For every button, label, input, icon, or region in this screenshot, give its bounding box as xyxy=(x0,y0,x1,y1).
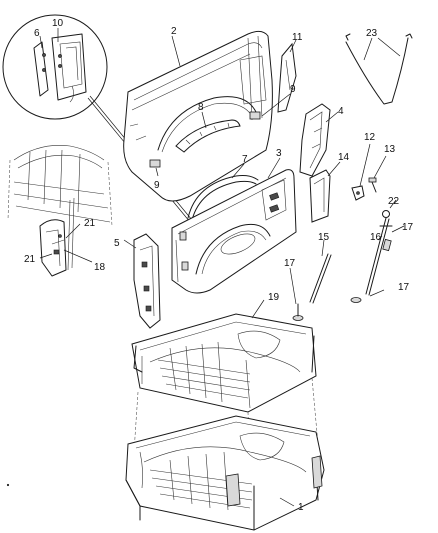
callout-21-upper: 21 xyxy=(84,218,96,229)
callout-22: 22 xyxy=(388,196,400,207)
pickup-box xyxy=(125,415,325,531)
callout-4: 4 xyxy=(338,106,344,117)
rear-corner-bracket xyxy=(299,103,339,177)
wheel-opening-trim xyxy=(187,163,259,221)
inset-panel xyxy=(51,33,87,101)
vehicle-corner-detail xyxy=(7,145,113,277)
callout-23: 23 xyxy=(366,28,378,39)
bracket-plate xyxy=(309,161,341,223)
callout-5: 5 xyxy=(114,238,120,249)
callout-17-right: 17 xyxy=(402,222,414,233)
callout-3: 3 xyxy=(276,148,282,159)
callout-1: 1 xyxy=(298,502,304,513)
callout-8: 8 xyxy=(198,102,204,113)
detail-circle xyxy=(2,14,108,120)
latch-striker xyxy=(351,143,371,201)
bed-liner xyxy=(131,299,317,413)
inner-side-panel xyxy=(171,157,297,294)
callout-2: 2 xyxy=(171,26,177,37)
inset-bracket xyxy=(33,41,49,97)
callout-14: 14 xyxy=(338,152,350,163)
callout-6: 6 xyxy=(34,28,40,39)
callout-12: 12 xyxy=(364,132,376,143)
bolt-17-left xyxy=(289,267,304,321)
rear-pillar xyxy=(123,233,161,329)
corner-trim xyxy=(277,39,297,113)
strut-assembly xyxy=(350,199,405,303)
support-cable xyxy=(345,33,413,105)
callout-9-lower: 9 xyxy=(154,180,160,191)
wheelhouse-liner xyxy=(175,111,241,153)
side-panel-outer xyxy=(123,30,273,202)
bracket-9-upper xyxy=(249,111,261,120)
striker-bolt xyxy=(368,155,387,193)
support-rod xyxy=(309,239,332,304)
bracket-9-lower xyxy=(149,159,161,168)
detail-inset xyxy=(2,14,108,120)
callout-18: 18 xyxy=(94,262,106,273)
callout-19: 19 xyxy=(268,292,280,303)
callout-21-lower: 21 xyxy=(24,254,36,265)
callout-labels: 2 11 6 10 23 8 9 4 12 13 3 7 14 9 22 21 … xyxy=(24,18,414,513)
callout-15: 15 xyxy=(318,232,330,243)
callout-13: 13 xyxy=(384,144,396,155)
callout-17-bottom: 17 xyxy=(398,282,410,293)
callout-7: 7 xyxy=(242,154,248,165)
callout-10: 10 xyxy=(52,18,64,29)
callout-11: 11 xyxy=(292,32,303,43)
callout-17-left: 17 xyxy=(284,258,296,269)
assembly-line-right xyxy=(311,377,319,445)
callout-16: 16 xyxy=(370,232,382,243)
callout-9-upper: 9 xyxy=(290,84,296,95)
